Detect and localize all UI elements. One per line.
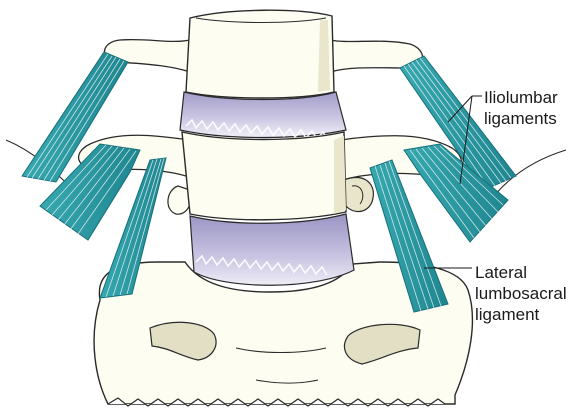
lateral-lumbosacral-ligament-label: Lateral lumbosacral ligament	[475, 262, 567, 325]
l4-vertebral-body	[186, 10, 334, 98]
iliolumbar-label-line2: ligaments	[484, 108, 558, 129]
iliolumbar-ligaments-label: Iliolumbar ligaments	[484, 87, 558, 129]
disc-l4-l5	[180, 92, 346, 138]
iliolumbar-label-line1: Iliolumbar	[484, 87, 558, 108]
vertebral-column	[180, 10, 354, 285]
right-facet	[342, 177, 373, 211]
l4-shading	[318, 20, 330, 92]
l5-vertebral-body	[182, 132, 346, 220]
lateral-label-line1: Lateral	[475, 262, 567, 283]
l5-shading	[334, 136, 346, 214]
lateral-label-line2: lumbosacral	[475, 283, 567, 304]
lateral-label-line3: ligament	[475, 304, 567, 325]
disc-l5-s1	[190, 214, 354, 285]
